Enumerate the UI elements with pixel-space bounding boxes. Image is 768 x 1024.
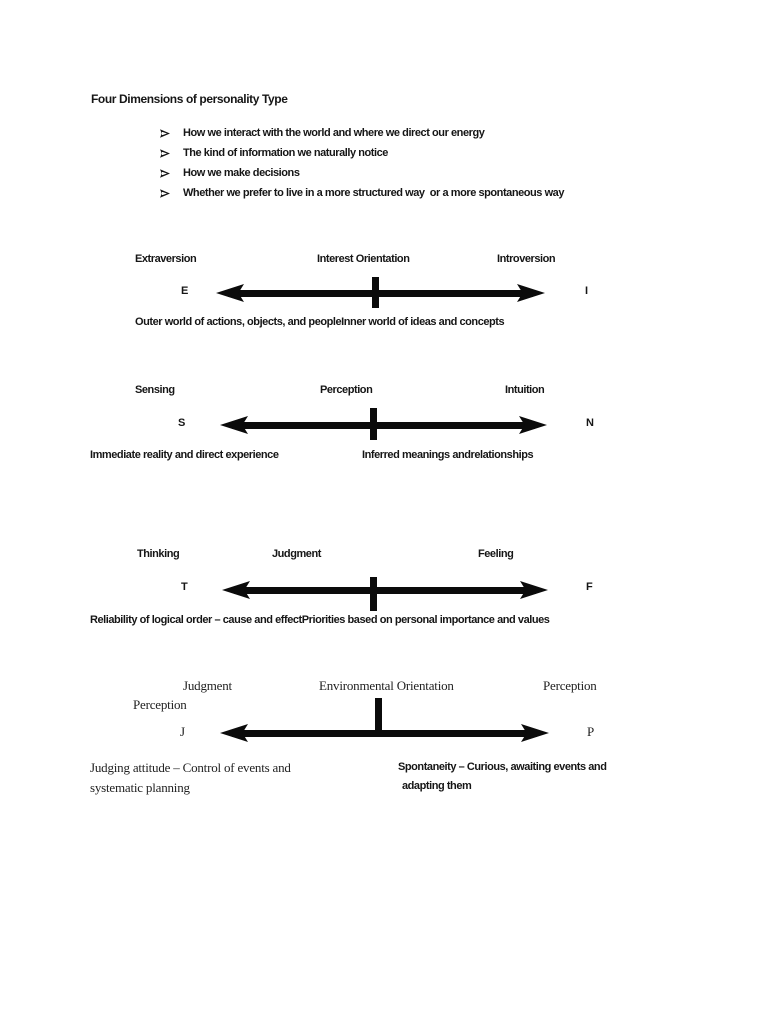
left-pole-label: Sensing — [135, 384, 175, 396]
axis-title: Judgment — [272, 548, 321, 560]
center-tick — [370, 577, 377, 611]
axis-caption: Outer world of actions, objects, and peo… — [135, 316, 505, 328]
axis-caption-left: Immediate reality and direct experience — [90, 449, 279, 461]
arrow-shaft — [232, 729, 537, 737]
center-tick-above — [375, 698, 382, 733]
axis-title: Environmental Orientation — [319, 678, 454, 693]
center-tick — [372, 277, 379, 308]
arrow-shaft — [228, 289, 533, 297]
page-title: Four Dimensions of personality Type — [91, 92, 288, 106]
axis-caption-left-line1: Judging attitude – Control of events and — [90, 760, 291, 775]
right-pole-letter: I — [585, 285, 588, 297]
bullet-text: Whether we prefer to live in a more stru… — [183, 187, 565, 199]
center-tick — [370, 408, 377, 440]
left-pole-letter: J — [180, 724, 185, 739]
arrow-bullet-icon — [160, 189, 170, 199]
left-pole-label-2: Perception — [133, 697, 187, 712]
bullet-text: How we make decisions — [183, 167, 300, 179]
left-pole-letter: T — [181, 581, 188, 593]
arrow-bullet-icon — [160, 149, 170, 159]
right-pole-letter: N — [586, 417, 594, 429]
axis-title: Perception — [320, 384, 373, 396]
axis-caption-left-line2: systematic planning — [90, 780, 190, 795]
right-pole-label: Perception — [543, 678, 597, 693]
bullet-text: The kind of information we naturally not… — [183, 147, 388, 159]
double-arrow — [220, 416, 547, 434]
arrow-bullet-icon — [160, 129, 170, 139]
left-pole-label: Judgment — [183, 678, 232, 693]
arrow-shaft — [234, 586, 536, 594]
bullet-item: Whether we prefer to live in a more stru… — [160, 187, 564, 200]
bullet-text: How we interact with the world and where… — [183, 127, 485, 139]
axis-caption-right-line2: adapting them — [402, 780, 472, 792]
right-pole-label: Introversion — [497, 253, 556, 265]
left-pole-label: Thinking — [137, 548, 180, 560]
axis-caption: Reliability of logical order – cause and… — [90, 614, 550, 626]
axis-title: Interest Orientation — [317, 253, 410, 265]
bullet-item: How we make decisions — [160, 167, 300, 180]
arrow-shaft — [232, 421, 535, 429]
right-pole-label: Feeling — [478, 548, 514, 560]
bullet-item: How we interact with the world and where… — [160, 127, 485, 140]
right-pole-label: Intuition — [505, 384, 545, 396]
double-arrow — [220, 724, 549, 742]
right-pole-letter: F — [586, 581, 593, 593]
axis-caption-right: Inferred meanings andrelationships — [362, 449, 534, 461]
left-pole-label: Extraversion — [135, 253, 197, 265]
axis-caption-right-line1: Spontaneity – Curious, awaiting events a… — [398, 761, 607, 773]
double-arrow — [222, 581, 548, 599]
arrow-bullet-icon — [160, 169, 170, 179]
left-pole-letter: E — [181, 285, 188, 297]
double-arrow — [216, 284, 545, 302]
bullet-item: The kind of information we naturally not… — [160, 147, 388, 160]
right-pole-letter: P — [587, 724, 595, 739]
left-pole-letter: S — [178, 417, 185, 429]
